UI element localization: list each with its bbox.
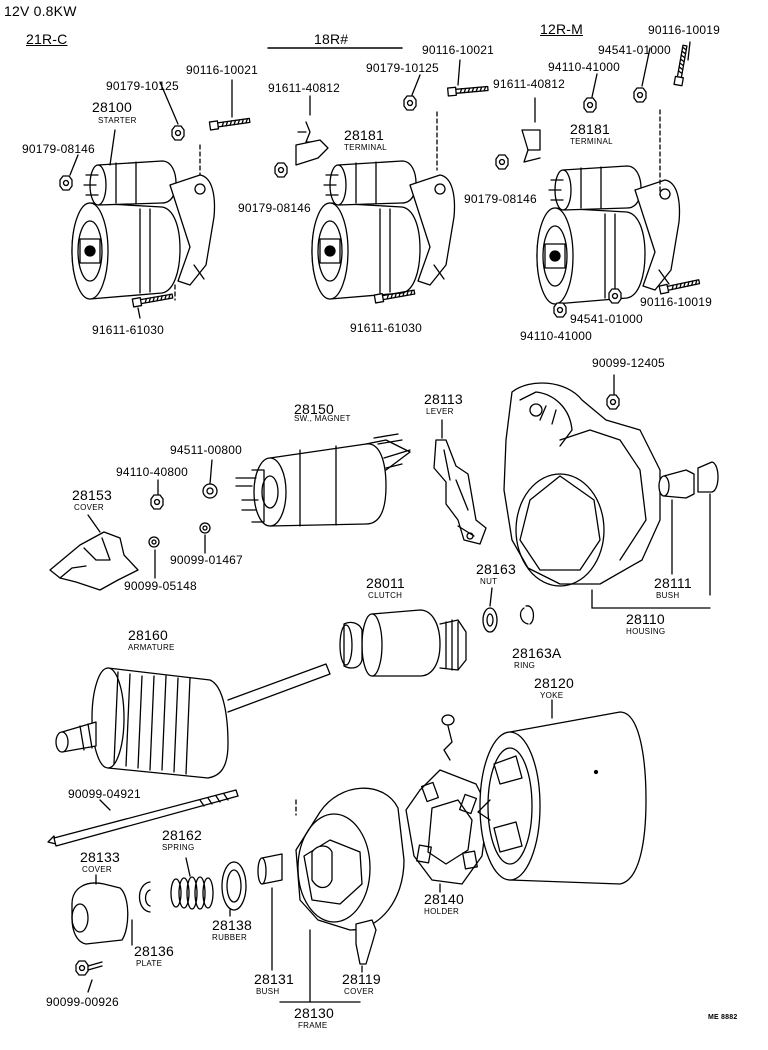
label-28162-sub: SPRING [162, 843, 195, 852]
label-28138-sub: RUBBER [212, 933, 248, 942]
label-90116-10021-a: 90116-10021 [186, 63, 259, 77]
label-28140: 28140 [424, 891, 464, 907]
label-91611-61030-a: 91611-61030 [92, 323, 165, 337]
label-91611-40812-a: 91611-40812 [268, 81, 341, 95]
label-28119: 28119 [342, 971, 381, 987]
label-28150-sub: SW., MAGNET [294, 414, 351, 423]
label-28181-b-sub: TERMINAL [570, 137, 613, 146]
label-28011-sub: CLUTCH [368, 591, 403, 600]
label-90116-10019-a: 90116-10019 [648, 23, 721, 37]
label-28111: 28111 [654, 575, 692, 591]
label-28111-sub: BUSH [656, 591, 680, 600]
label-28163a-sub: RING [514, 661, 536, 670]
label-28130: 28130 [294, 1005, 334, 1021]
label-28120: 28120 [534, 675, 574, 691]
clutch [339, 609, 467, 677]
label-90099-05148: 90099-05148 [124, 579, 197, 593]
label-28163-sub: NUT [480, 577, 498, 586]
label-28160: 28160 [128, 627, 168, 643]
label-28136-sub: PLATE [136, 959, 163, 968]
housing [503, 382, 661, 587]
label-94110-41000-a: 94110-41000 [548, 60, 621, 74]
variant-18r-label: 18R# [314, 31, 349, 47]
label-90179-08146-c: 90179-08146 [464, 192, 537, 206]
label-90179-10125-a: 90179-10125 [106, 79, 179, 93]
spec-label: 12V 0.8KW [4, 3, 77, 19]
label-28110-sub: HOUSING [626, 627, 666, 636]
label-90179-08146-b: 90179-08146 [238, 201, 311, 215]
label-28131-sub: BUSH [256, 987, 280, 996]
label-28133: 28133 [80, 849, 120, 865]
yoke [477, 711, 647, 885]
label-94541-01000-a: 94541-01000 [598, 43, 671, 57]
label-94511-00800: 94511-00800 [170, 443, 243, 457]
label-28100-sub: STARTER [98, 116, 137, 125]
label-91611-61030-b: 91611-61030 [350, 321, 423, 335]
label-28136: 28136 [134, 943, 174, 959]
magnet-switch [235, 433, 411, 527]
label-90099-12405: 90099-12405 [592, 356, 665, 370]
label-28181-a: 28181 [344, 127, 384, 143]
label-28153: 28153 [72, 487, 112, 503]
label-28119-sub: COVER [344, 987, 374, 996]
label-90116-10019-b: 90116-10019 [640, 295, 713, 309]
variant-12rm-label: 12R-M [540, 21, 584, 37]
label-28113: 28113 [424, 391, 463, 407]
label-28113-sub: LEVER [426, 407, 454, 416]
label-90116-10021-b: 90116-10021 [422, 43, 495, 57]
label-28133-sub: COVER [82, 865, 112, 874]
label-28120-sub: YOKE [540, 691, 564, 700]
armature [55, 663, 331, 779]
label-90099-01467: 90099-01467 [170, 553, 243, 567]
label-28181-a-sub: TERMINAL [344, 143, 387, 152]
label-28153-sub: COVER [74, 503, 104, 512]
label-28163a: 28163A [512, 645, 562, 661]
label-28160-sub: ARMATURE [128, 643, 175, 652]
label-90099-00926: 90099-00926 [46, 995, 119, 1009]
label-90099-04921: 90099-04921 [68, 787, 141, 801]
label-90179-08146-a: 90179-08146 [22, 142, 95, 156]
label-28110: 28110 [626, 611, 665, 627]
figure-code: ME 8882 [708, 1014, 738, 1021]
label-28011: 28011 [366, 575, 405, 591]
label-28163: 28163 [476, 561, 516, 577]
label-28181-b: 28181 [570, 121, 610, 137]
label-28150: 28150 [294, 401, 334, 417]
label-28138: 28138 [212, 917, 252, 933]
variant-21rc-label: 21R-C [26, 31, 68, 47]
label-90179-10125-b: 90179-10125 [366, 61, 439, 75]
label-94110-41000-b: 94110-41000 [520, 329, 593, 343]
spring [170, 876, 214, 910]
frame [295, 787, 405, 931]
label-28140-sub: HOLDER [424, 907, 460, 916]
label-91611-40812-b: 91611-40812 [493, 77, 566, 91]
label-28100: 28100 [92, 99, 132, 115]
brush-holder [405, 769, 489, 885]
label-94541-01000-b: 94541-01000 [570, 312, 643, 326]
label-28131: 28131 [254, 971, 294, 987]
label-94110-40800: 94110-40800 [116, 465, 189, 479]
label-28130-sub: FRAME [298, 1021, 328, 1030]
label-28162: 28162 [162, 827, 202, 843]
